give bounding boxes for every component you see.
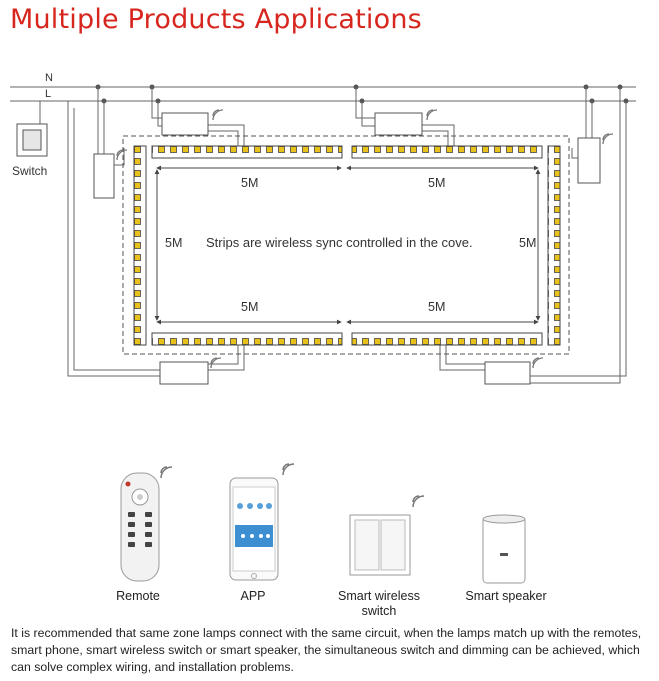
device-label-remote: Remote (116, 589, 160, 603)
device-label-app: APP (240, 589, 266, 603)
strip-left (133, 145, 147, 346)
driver-bottom-left (159, 361, 209, 385)
phone-icon (229, 463, 295, 581)
device-label-speaker: Smart speaker (465, 589, 547, 603)
cove-outline (122, 135, 570, 355)
driver-right (577, 137, 601, 184)
driver-left (93, 153, 115, 199)
wireless-switch-icon (349, 495, 425, 576)
length-bottom-right: 5M (428, 300, 446, 314)
driver-top-left (161, 112, 209, 136)
strip-right (547, 145, 561, 346)
description-text: It is recommended that same zone lamps c… (11, 626, 642, 674)
driver-top-right (374, 112, 423, 136)
speaker-icon (482, 514, 526, 584)
switch-label: Switch (12, 164, 48, 178)
live-label: L (45, 88, 52, 100)
driver-bottom-right (484, 361, 531, 385)
device-label-wireless-switch: Smart wireless switch (338, 589, 420, 618)
neutral-label: N (45, 72, 53, 84)
page-title: Multiple Products Applications (10, 4, 422, 35)
cove-caption: Strips are wireless sync controlled in t… (206, 235, 473, 250)
strip-top-left (151, 145, 343, 159)
length-bottom-left: 5M (241, 300, 259, 314)
strip-bottom-left (151, 332, 343, 346)
length-top-left: 5M (241, 176, 259, 190)
length-right: 5M (519, 236, 537, 250)
length-top-right: 5M (428, 176, 446, 190)
length-left: 5M (165, 236, 183, 250)
strip-top-right (351, 145, 543, 159)
remote-icon (120, 466, 173, 582)
strip-bottom-right (351, 332, 543, 346)
wall-switch (16, 123, 48, 157)
